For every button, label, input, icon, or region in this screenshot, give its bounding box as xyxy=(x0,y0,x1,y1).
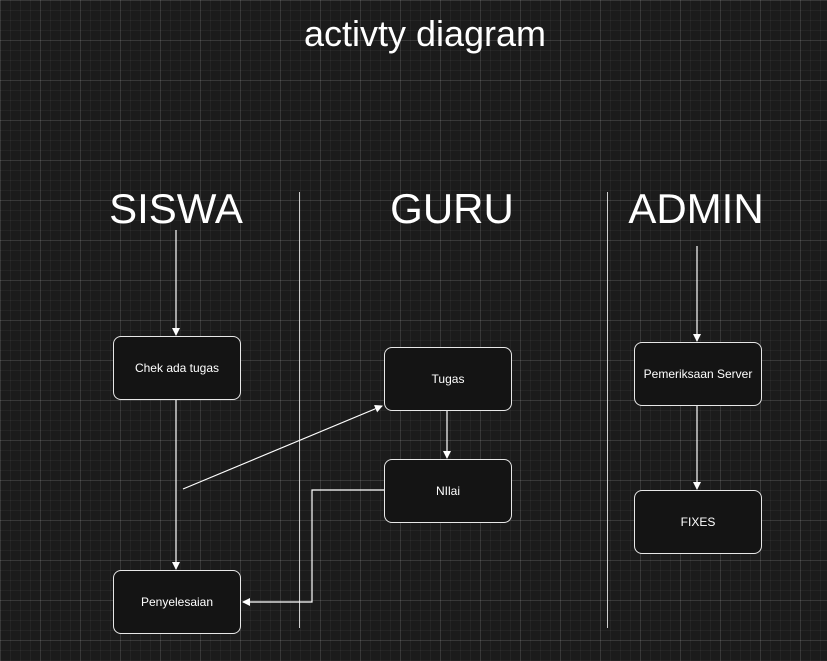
activity-node-fixes[interactable]: FIXES xyxy=(634,490,762,554)
activity-node-label: Chek ada tugas xyxy=(134,361,220,375)
lane-divider-guru-admin xyxy=(607,192,608,628)
activity-node-label: NIlai xyxy=(435,484,460,498)
lane-divider-siswa-guru xyxy=(299,192,300,628)
lane-header-siswa: SISWA xyxy=(109,185,243,232)
edge-siswa-to-tugas xyxy=(182,405,383,490)
activity-node-label: Tugas xyxy=(431,372,465,386)
activity-node-label: Pemeriksaan Server xyxy=(643,367,753,381)
edge-nilai-to-penyelesaian xyxy=(242,489,384,606)
activity-node-nilai[interactable]: NIlai xyxy=(384,459,512,523)
activity-node-tugas[interactable]: Tugas xyxy=(384,347,512,411)
activity-node-penyelesaian[interactable]: Penyelesaian xyxy=(113,570,241,634)
diagram-title: activty diagram xyxy=(303,13,547,54)
activity-node-pemeriksaan-server[interactable]: Pemeriksaan Server xyxy=(634,342,762,406)
activity-node-label: Penyelesaian xyxy=(140,595,214,609)
activity-node-label: FIXES xyxy=(680,515,716,529)
lane-header-guru: GURU xyxy=(390,185,514,232)
activity-node-chek-ada-tugas[interactable]: Chek ada tugas xyxy=(113,336,241,400)
lane-header-admin: ADMIN xyxy=(628,185,764,232)
